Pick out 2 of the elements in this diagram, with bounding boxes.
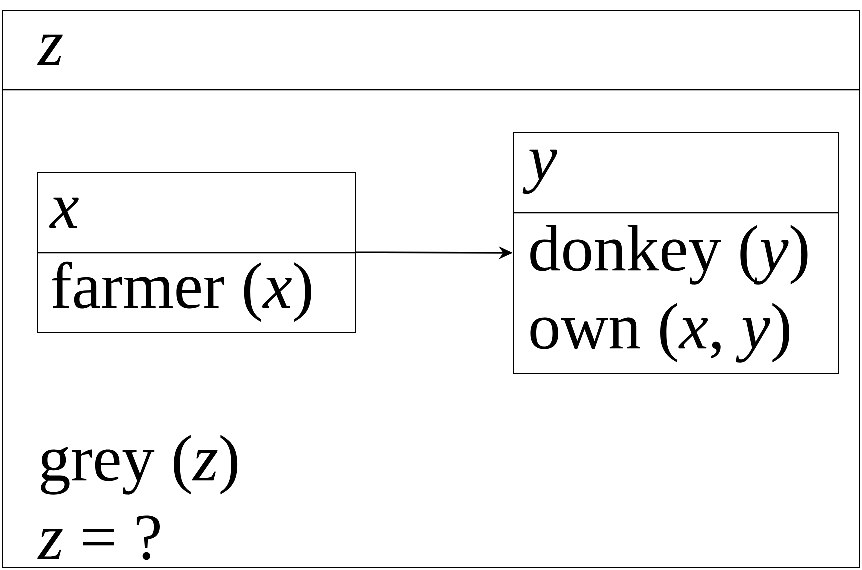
drs-box: x farmer (x) (37, 172, 356, 334)
drs-box: y donkey (y) own (x, y) (513, 132, 840, 374)
